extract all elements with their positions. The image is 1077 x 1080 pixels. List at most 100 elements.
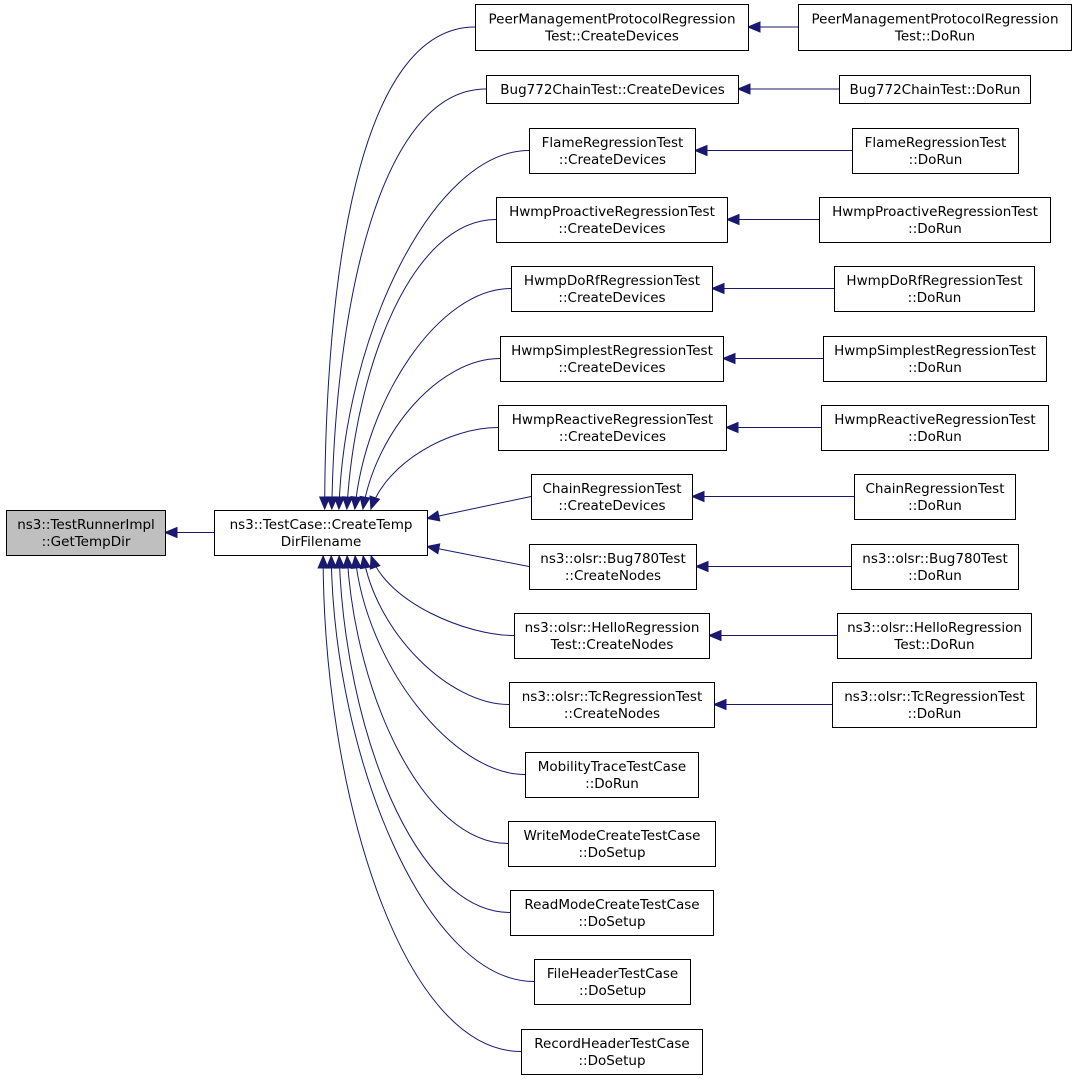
node-fileheader[interactable]: FileHeaderTestCase::DoSetup (534, 959, 691, 1005)
edge-arrowhead (694, 560, 709, 573)
node-box (534, 959, 691, 1005)
node-label-line: Bug772ChainTest::DoRun (850, 82, 1021, 98)
node-hreac_run[interactable]: HwmpReactiveRegressionTest::DoRun (821, 405, 1049, 451)
node-box (511, 266, 713, 312)
edge-line (370, 427, 499, 510)
node-label-line: DirFilename (281, 534, 362, 550)
node-box (496, 197, 728, 243)
node-label-line: ReadModeCreateTestCase (524, 897, 699, 913)
node-bug772_run[interactable]: Bug772ChainTest::DoRun (839, 75, 1031, 104)
node-hpro_create[interactable]: HwmpProactiveRegressionTest::CreateDevic… (496, 197, 728, 243)
node-readmode[interactable]: ReadModeCreateTestCase::DoSetup (510, 890, 714, 936)
node-label-line: ::DoRun (585, 776, 639, 792)
edge-hsimp_run-to-hsimp_create (721, 352, 823, 365)
edge-arrowhead (350, 496, 362, 511)
node-mobility[interactable]: MobilityTraceTestCase::DoRun (525, 752, 699, 798)
node-gettempdir[interactable]: ns3::TestRunnerImpl::GetTempDir (6, 510, 166, 556)
edge-arrowhead (369, 554, 381, 570)
node-tc_create[interactable]: ns3::olsr::TcRegressionTest::CreateNodes (509, 682, 715, 728)
edge-flame_run-to-flame_create (693, 144, 852, 157)
node-flame_run[interactable]: FlameRegressionTest::DoRun (852, 128, 1019, 174)
edge-arrowhead (725, 213, 740, 226)
edge-bug772_run-to-bug772_create (736, 83, 839, 95)
edge-recordheader-to-createtemp (317, 554, 522, 1052)
edge-tc_run-to-tc_create (712, 698, 832, 711)
node-hdorf_create[interactable]: HwmpDoRfRegressionTest::CreateDevices (511, 266, 713, 312)
edge-line (322, 555, 522, 1052)
node-label-line: ::CreateDevices (558, 360, 665, 376)
edge-arrowhead (710, 282, 725, 295)
edge-line (370, 555, 515, 636)
node-label-line: ::CreateDevices (559, 152, 666, 168)
edge-line (338, 555, 511, 913)
edge-line (346, 219, 497, 510)
node-label-line: ::DoRun (909, 152, 963, 168)
node-label-line: HwmpProactiveRegressionTest (832, 204, 1038, 220)
node-pmp_run[interactable]: PeerManagementProtocolRegressionTest::Do… (798, 4, 1072, 51)
node-pmp_create[interactable]: PeerManagementProtocolRegressionTest::Cr… (475, 4, 749, 51)
edge-arrowhead (350, 554, 363, 570)
node-label-line: Test::CreateDevices (544, 29, 679, 45)
node-label-line: ::DoRun (908, 429, 962, 445)
node-box (852, 128, 1019, 174)
node-label-line: Test::CreateNodes (550, 637, 674, 653)
node-hreac_create[interactable]: HwmpReactiveRegressionTest::CreateDevice… (498, 405, 727, 451)
node-bug772_create[interactable]: Bug772ChainTest::CreateDevices (486, 75, 739, 104)
node-label-line: Test::DoRun (893, 637, 974, 653)
edge-line (354, 288, 512, 510)
edge-arrowhead (342, 554, 354, 569)
edge-arrowhead (690, 490, 705, 503)
edge-line (426, 546, 530, 567)
node-label-line: Test::DoRun (894, 29, 975, 45)
node-label-line: ::DoRun (908, 706, 962, 722)
node-hsimp_create[interactable]: HwmpSimplestRegressionTest::CreateDevice… (500, 336, 724, 382)
node-label-line: ::CreateNodes (564, 706, 660, 722)
node-flame_create[interactable]: FlameRegressionTest::CreateDevices (529, 128, 696, 174)
node-hello_create[interactable]: ns3::olsr::HelloRegressionTest::CreateNo… (514, 613, 710, 659)
edge-createtemp-to-gettempdir (163, 526, 214, 539)
node-bug780_run[interactable]: ns3::olsr::Bug780Test::DoRun (851, 544, 1019, 590)
node-label-line: HwmpSimplestRegressionTest (511, 343, 713, 359)
edge-mobility-to-createtemp (350, 554, 526, 775)
edge-hello_create-to-createtemp (369, 554, 515, 636)
edge-hsimp_create-to-createtemp (359, 358, 501, 511)
node-tc_run[interactable]: ns3::olsr::TcRegressionTest::DoRun (832, 682, 1037, 728)
node-chain_create[interactable]: ChainRegressionTest::CreateDevices (531, 474, 693, 520)
edge-chain_run-to-chain_create (690, 490, 854, 503)
node-box (214, 510, 428, 556)
node-box (500, 336, 724, 382)
edge-arrowhead (359, 495, 371, 511)
edges-layer (163, 21, 854, 1052)
node-chain_run[interactable]: ChainRegressionTest::DoRun (854, 474, 1016, 520)
node-label-line: ::CreateDevices (559, 429, 666, 445)
node-box (529, 544, 697, 590)
node-box (837, 613, 1032, 659)
node-box (823, 336, 1047, 382)
edge-arrowhead (318, 496, 331, 511)
node-writemode[interactable]: WriteModeCreateTestCase::DoSetup (508, 821, 716, 867)
node-label-line: FlameRegressionTest (865, 135, 1007, 151)
edge-line (354, 555, 526, 775)
edge-line (338, 150, 530, 510)
node-recordheader[interactable]: RecordHeaderTestCase::DoSetup (521, 1029, 703, 1075)
node-label-line: RecordHeaderTestCase (534, 1036, 689, 1052)
edge-flame_create-to-createtemp (333, 150, 530, 511)
edge-arrowhead (359, 554, 371, 570)
edge-bug772_create-to-createtemp (326, 88, 487, 511)
node-box (514, 613, 710, 659)
node-hpro_run[interactable]: HwmpProactiveRegressionTest::DoRun (819, 197, 1051, 243)
node-hsimp_run[interactable]: HwmpSimplestRegressionTest::DoRun (823, 336, 1047, 382)
edge-line (362, 555, 510, 705)
edge-line (324, 26, 476, 510)
node-label-line: PeerManagementProtocolRegression (812, 12, 1059, 28)
node-hdorf_run[interactable]: HwmpDoRfRegressionTest::DoRun (834, 266, 1035, 312)
node-box (486, 75, 739, 104)
edge-hreac_run-to-hreac_create (724, 421, 821, 434)
node-label-line: MobilityTraceTestCase (538, 759, 686, 775)
node-bug780_create[interactable]: ns3::olsr::Bug780Test::CreateNodes (529, 544, 697, 590)
node-label-line: WriteModeCreateTestCase (524, 828, 701, 844)
node-box (531, 474, 693, 520)
node-box (521, 1029, 703, 1075)
